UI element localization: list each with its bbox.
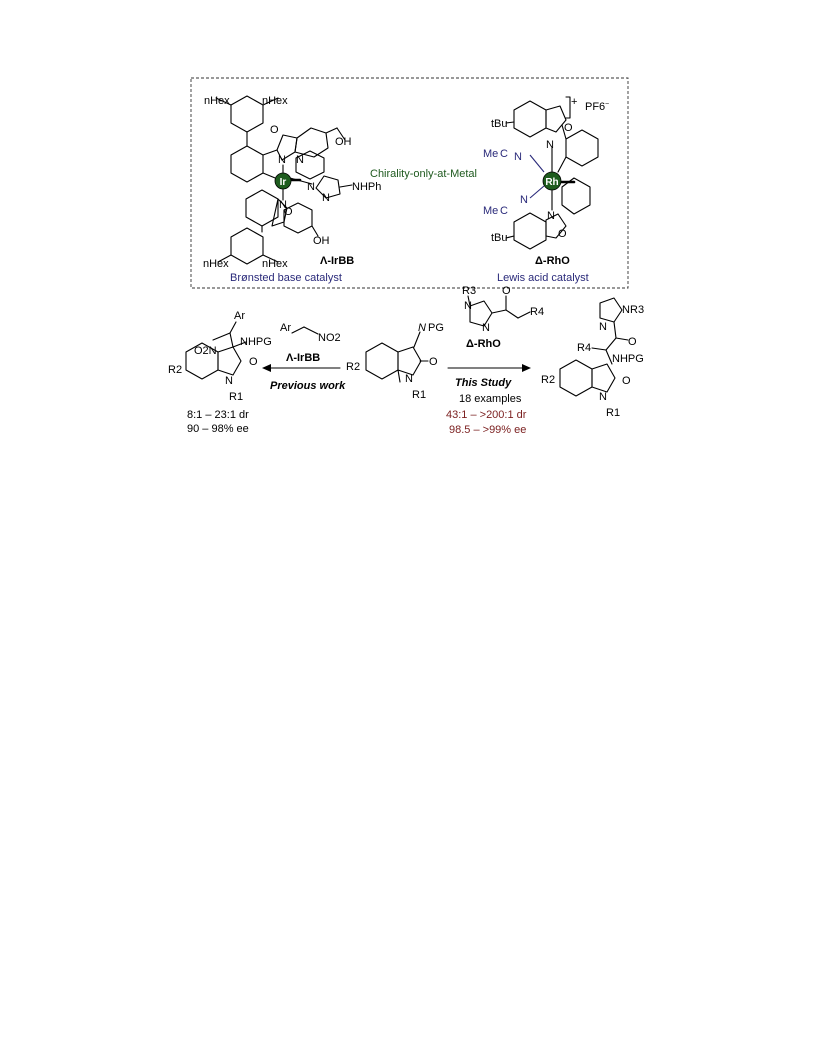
right-reagent-structure bbox=[467, 295, 531, 327]
right-product-nhpg: NHPG bbox=[612, 353, 644, 365]
rh-tbu-2: tBu bbox=[491, 232, 508, 244]
rh-catalyst-name: Δ-RhO bbox=[535, 255, 570, 267]
ir-oh-1: OH bbox=[335, 136, 352, 148]
right-ee: 98.5 – >99% ee bbox=[449, 424, 526, 436]
rh-bracket bbox=[565, 96, 571, 119]
ir-hex-4: nHex bbox=[262, 258, 288, 270]
left-reagent-catalyst: Λ-IrBB bbox=[286, 352, 320, 364]
left-product-ar: Ar bbox=[234, 310, 245, 322]
rh-tbu-1: tBu bbox=[491, 118, 508, 130]
left-reagent-bond bbox=[291, 326, 305, 334]
rh-atom-o1: O bbox=[564, 122, 573, 134]
right-product-o2: O bbox=[622, 375, 631, 387]
ir-catalyst-structure: Ir bbox=[215, 95, 353, 265]
rh-atom-n1: N bbox=[546, 139, 554, 151]
left-dr: 8:1 – 23:1 dr bbox=[187, 409, 249, 421]
substrate-structure bbox=[365, 331, 429, 383]
right-dr: 43:1 – >200:1 dr bbox=[446, 409, 527, 421]
ir-nhph: NHPh bbox=[352, 181, 381, 193]
rh-mecn-2-n: N bbox=[520, 194, 528, 206]
substrate-r2: R2 bbox=[346, 361, 360, 373]
rhodium-center bbox=[542, 171, 562, 191]
substrate-n: N bbox=[405, 373, 413, 385]
rh-mecn-1: Me bbox=[483, 148, 498, 160]
ir-atom-n2: N bbox=[296, 154, 304, 166]
examples-label: 18 examples bbox=[459, 393, 522, 405]
left-product-o: O bbox=[249, 356, 258, 368]
ir-hex-3: nHex bbox=[203, 258, 229, 270]
iridium-center bbox=[274, 172, 292, 190]
rh-metal-label: Rh bbox=[545, 177, 558, 188]
ir-atom-n5: N bbox=[279, 199, 287, 211]
right-product-r1: R1 bbox=[606, 407, 620, 419]
rh-atom-o2: O bbox=[558, 228, 567, 240]
left-reagent-ar: Ar bbox=[280, 322, 291, 334]
rh-counterion: PF6 bbox=[585, 101, 605, 113]
this-study-arrow-head bbox=[522, 364, 531, 372]
left-product-structure bbox=[185, 321, 247, 380]
left-product-n: N bbox=[225, 375, 233, 387]
rh-atom-n4: N bbox=[547, 210, 555, 222]
left-product-r2: R2 bbox=[168, 364, 182, 376]
ir-metal-label: Ir bbox=[280, 177, 287, 188]
ir-hex-1: nHex bbox=[204, 95, 230, 107]
ir-atom-n3: N bbox=[307, 181, 315, 193]
rh-catalyst-structure: Rh bbox=[505, 100, 599, 250]
substrate-o: O bbox=[429, 356, 438, 368]
right-reagent-o: O bbox=[502, 285, 511, 297]
rh-mecn-2: Me bbox=[483, 205, 498, 217]
rh-catalyst-caption: Lewis acid catalyst bbox=[497, 272, 589, 284]
ir-hex-2: nHex bbox=[262, 95, 288, 107]
substrate-imine-n: N bbox=[418, 322, 426, 334]
right-product-o1: O bbox=[628, 336, 637, 348]
ir-catalyst-caption: Brønsted base catalyst bbox=[230, 272, 342, 284]
rh-mecn-1-c: C bbox=[500, 148, 508, 160]
left-product-nhpg: NHPG bbox=[240, 336, 272, 348]
chirality-label: Chirality-only-at-Metal bbox=[370, 168, 477, 180]
rh-mecn-2-c: C bbox=[500, 205, 508, 217]
right-product-r3: R3 bbox=[630, 304, 644, 316]
previous-work-label: Previous work bbox=[270, 380, 346, 392]
ir-atom-n4: N bbox=[322, 192, 330, 204]
right-reagent-catalyst: Δ-RhO bbox=[466, 338, 501, 350]
left-product-no2: O2N bbox=[194, 345, 217, 357]
previous-work-arrow-head bbox=[262, 364, 271, 372]
ir-atom-n1: N bbox=[278, 154, 286, 166]
left-reagent-no2: NO2 bbox=[318, 332, 341, 344]
right-reagent-n1: N bbox=[464, 300, 472, 312]
ir-catalyst-name: Λ-IrBB bbox=[320, 255, 354, 267]
ir-atom-o1: O bbox=[270, 124, 279, 136]
right-product-r4: R4 bbox=[577, 342, 591, 354]
rh-mecn-1-n: N bbox=[514, 151, 522, 163]
right-product-n2: N bbox=[599, 321, 607, 333]
left-product-r1: R1 bbox=[229, 391, 243, 403]
catalyst-panel-frame bbox=[190, 77, 629, 289]
ir-oh-2: OH bbox=[313, 235, 330, 247]
ir-atom-o2: O bbox=[284, 206, 293, 218]
right-reagent-r3: R3 bbox=[462, 285, 476, 297]
rh-charge: + bbox=[571, 96, 577, 108]
left-reagent-bond2 bbox=[303, 326, 319, 335]
substrate-r1: R1 bbox=[412, 389, 426, 401]
right-product-r2: R2 bbox=[541, 374, 555, 386]
right-product-n1: N bbox=[622, 304, 630, 316]
rh-counterion-charge: − bbox=[605, 101, 609, 108]
substrate-pg: PG bbox=[428, 322, 444, 334]
right-reagent-n2: N bbox=[482, 322, 490, 334]
left-ee: 90 – 98% ee bbox=[187, 423, 249, 435]
right-product-n3: N bbox=[599, 391, 607, 403]
right-reagent-r4: R4 bbox=[530, 306, 544, 318]
this-study-label: This Study bbox=[455, 377, 512, 389]
right-product-structure bbox=[559, 297, 629, 397]
